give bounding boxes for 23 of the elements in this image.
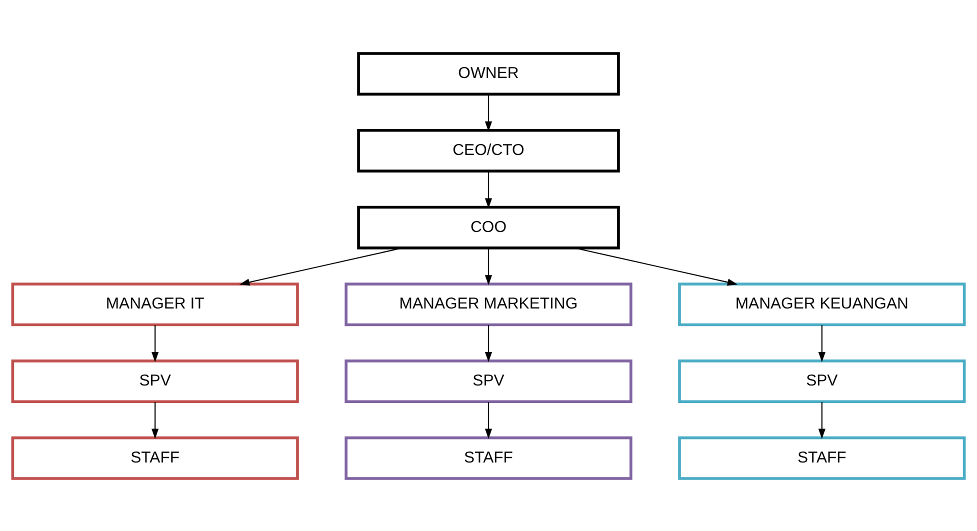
arrow [818,402,826,438]
arrow [484,402,492,438]
node-box: COO [357,205,620,249]
node-box: CEO/CTO [357,128,620,172]
node-box: MANAGER KEUANGAN [678,282,966,326]
arrow [152,402,159,438]
node-box: SPV [11,359,299,403]
node-box: SPV [344,359,632,403]
node-box: STAFF [678,436,966,480]
arrow [152,324,159,362]
node-box: OWNER [357,52,620,96]
arrow [239,246,402,286]
node-box: STAFF [344,436,632,480]
arrow [484,248,492,285]
arrow [484,170,492,208]
node-box: STAFF [11,436,299,480]
node-box: MANAGER IT [11,282,299,326]
arrow [484,324,492,362]
arrow [574,246,738,286]
node-box: MANAGER MARKETING [344,282,632,326]
arrow [818,324,826,362]
node-box: SPV [678,359,966,403]
arrow [484,94,492,132]
